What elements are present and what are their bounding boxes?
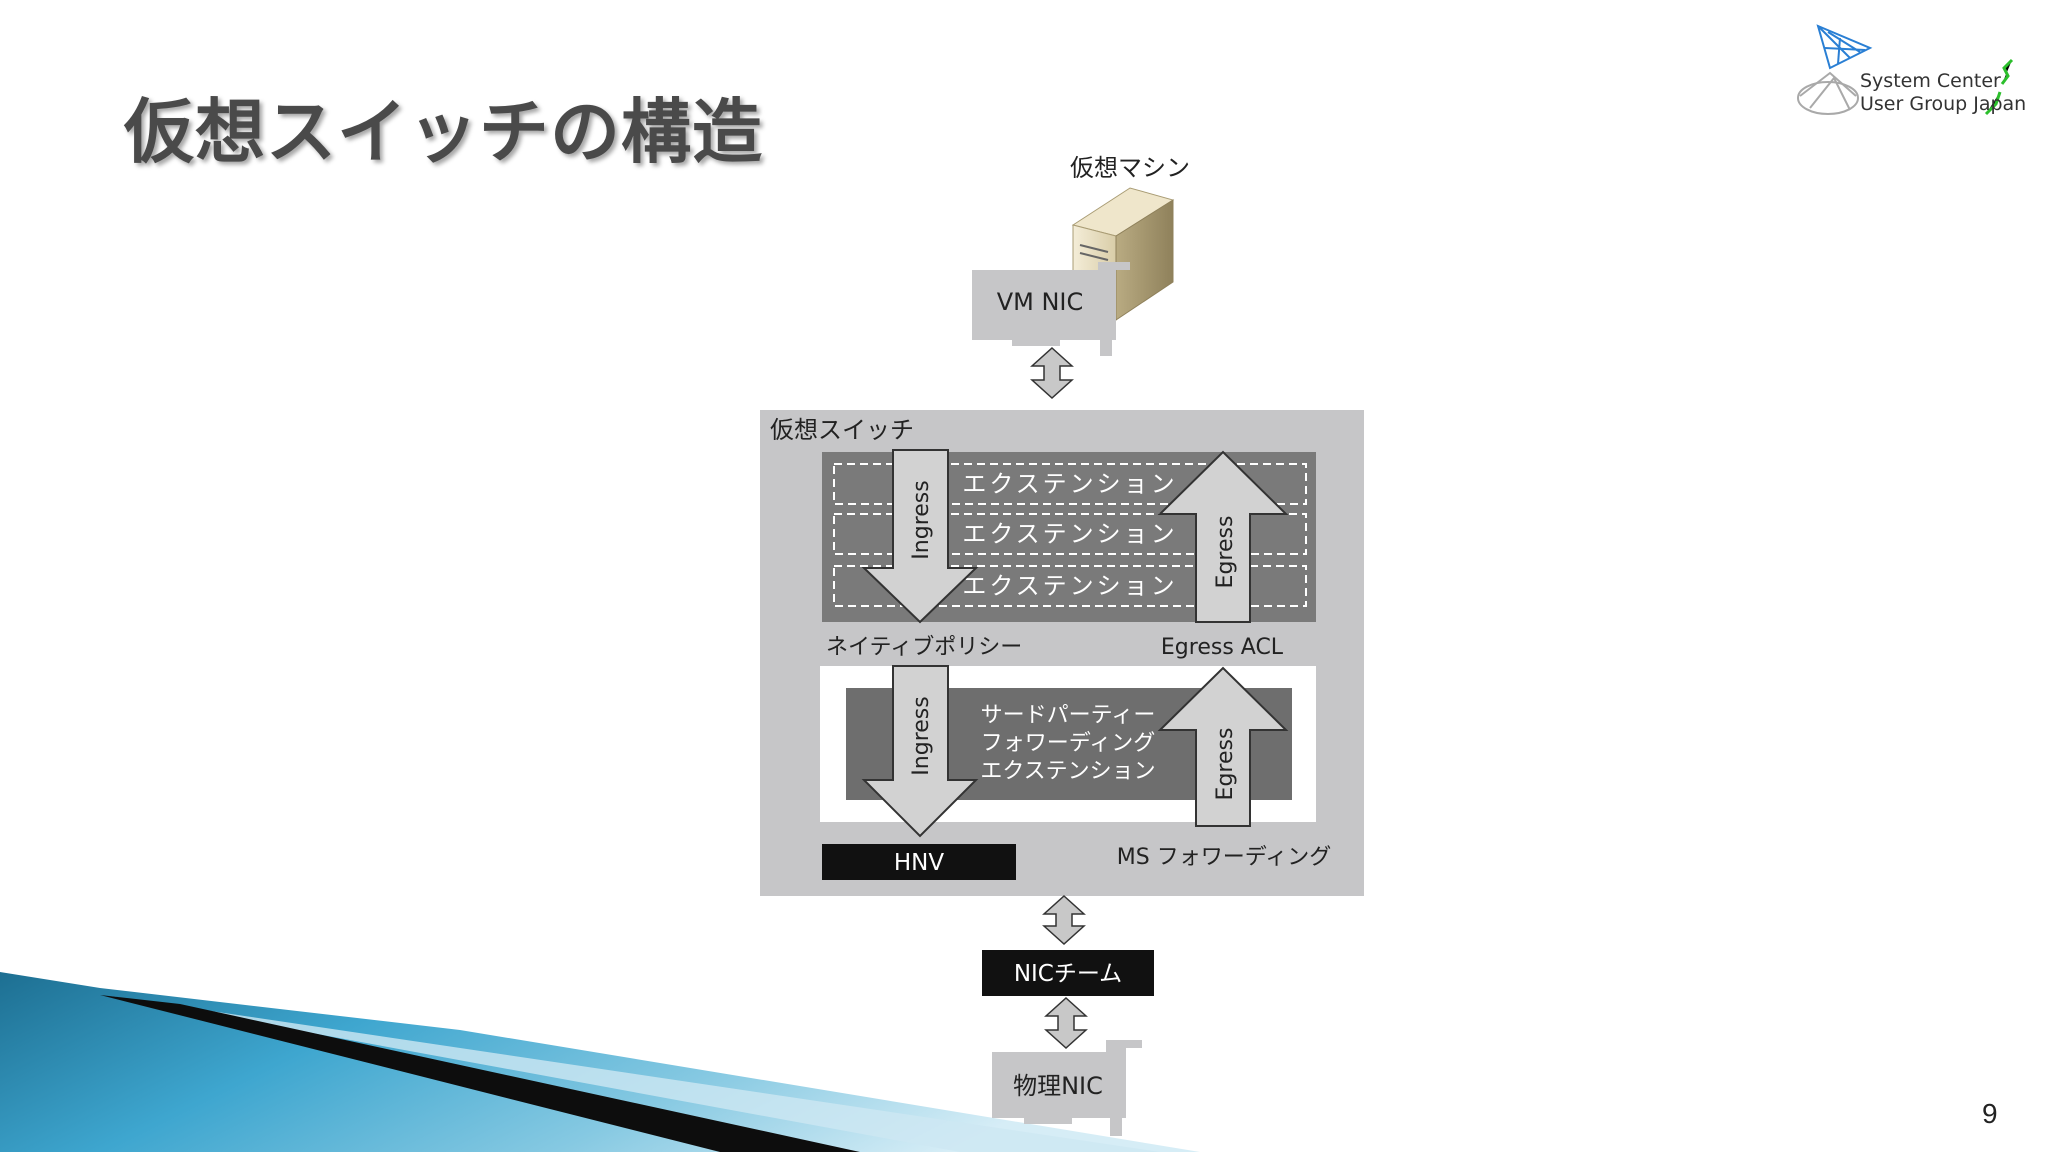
- logo-text-line1: System Center: [1860, 70, 2001, 92]
- egress-arrow-top: Egress: [1157, 450, 1289, 623]
- logo-icon: [1797, 24, 2014, 116]
- page-number: 9: [1982, 1098, 1998, 1129]
- native-policy-label: ネイティブポリシー: [826, 635, 1022, 660]
- logo-text-line2: User Group Japan: [1860, 93, 2027, 115]
- vm-nic-card: [972, 262, 1130, 356]
- egress-label-top: Egress: [1213, 516, 1238, 589]
- ingress-label-bottom: Ingress: [909, 696, 934, 775]
- double-arrow-icon: [1042, 894, 1086, 946]
- egress-arrow-bottom: Egress: [1157, 666, 1289, 827]
- extension-label-1: エクステンション: [962, 470, 1177, 498]
- ingress-arrow-top: Ingress: [861, 449, 979, 624]
- third-party-line1: サードパーティー: [981, 703, 1156, 728]
- extension-label-2: エクステンション: [962, 520, 1177, 548]
- ms-forwarding-label: MS フォワーディング: [1117, 845, 1331, 870]
- vm-label: 仮想マシン: [1070, 154, 1190, 182]
- physical-nic-card: [992, 1040, 1142, 1136]
- double-arrow-icon: [1044, 996, 1088, 1050]
- egress-label-bottom: Egress: [1213, 728, 1238, 801]
- slide-title: 仮想スイッチの構造: [124, 91, 763, 173]
- hnv-box: [822, 844, 1016, 880]
- ingress-label-top: Ingress: [909, 480, 934, 559]
- ingress-arrow-bottom: Ingress: [861, 665, 979, 838]
- vswitch-label: 仮想スイッチ: [770, 416, 914, 444]
- nic-team-box: [982, 950, 1154, 996]
- double-arrow-icon: [1030, 346, 1074, 400]
- third-party-line2: フォワーディング: [981, 731, 1155, 756]
- physical-nic-label: 物理NIC: [1013, 1072, 1103, 1100]
- extension-label-3: エクステンション: [962, 572, 1177, 600]
- logo: System Center User Group Japan: [1790, 18, 2026, 128]
- third-party-line3: エクステンション: [980, 759, 1155, 784]
- vm-nic-label: VM NIC: [997, 288, 1084, 316]
- egress-acl-label: Egress ACL: [1161, 635, 1284, 660]
- extension-rows: [833, 463, 1307, 607]
- hnv-label: HNV: [894, 850, 945, 876]
- nic-team-label: NICチーム: [1014, 961, 1122, 987]
